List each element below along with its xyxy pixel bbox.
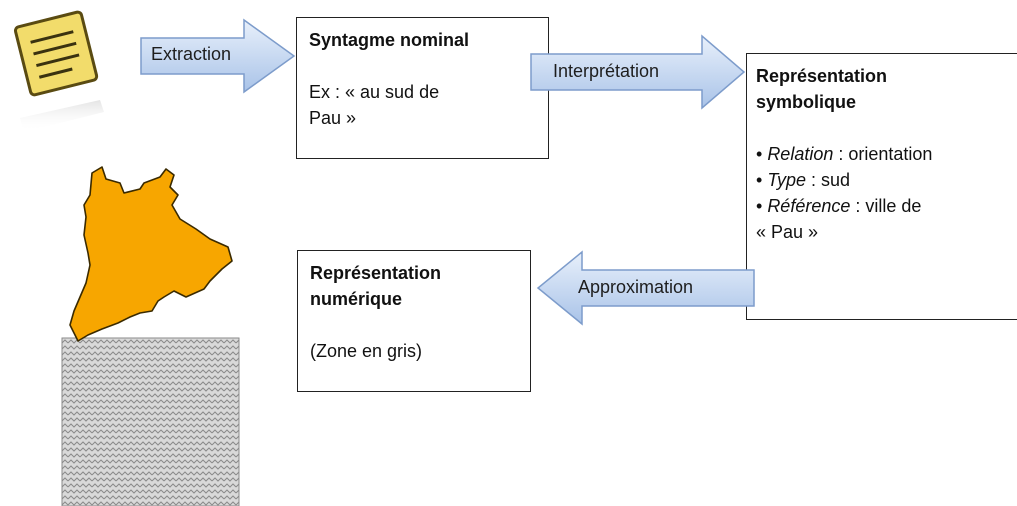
type-key: Type (767, 170, 806, 190)
approximation-label: Approximation (578, 277, 694, 297)
representation-numerique-box: Représentation numérique (Zone en gris) (297, 250, 531, 392)
symbolique-title-line1: Représentation (756, 66, 888, 86)
city-map-icon (61, 166, 240, 506)
syntagme-example-line1: Ex : « au sud de (309, 82, 440, 102)
numerique-note: (Zone en gris) (310, 341, 423, 361)
extraction-label: Extraction (151, 44, 232, 64)
representation-symbolique-box: Représentation symbolique • Relation : o… (746, 53, 1017, 320)
syntagme-title: Syntagme nominal (309, 30, 470, 50)
reference-continuation: « Pau » (756, 222, 819, 242)
symbolique-title-line2: symbolique (756, 92, 857, 112)
grey-zone-icon (61, 337, 240, 506)
relation-sep: : (833, 144, 849, 164)
list-item: • Référence : ville de (756, 196, 922, 216)
relation-value: orientation (848, 144, 933, 164)
type-sep: : (806, 170, 822, 190)
syntagme-example-line2: Pau » (309, 108, 357, 128)
reference-value: ville de (865, 196, 922, 216)
reference-key: Référence (767, 196, 851, 216)
numerique-title-line1: Représentation (310, 263, 442, 283)
reference-sep: : (850, 196, 866, 216)
extraction-arrow (140, 18, 296, 94)
list-item: • Type : sud (756, 170, 851, 190)
relation-key: Relation (767, 144, 834, 164)
syntagme-nominal-box: Syntagme nominal Ex : « au sud de Pau » (296, 17, 549, 159)
interpretation-label: Interprétation (553, 61, 660, 81)
approximation-arrow (536, 250, 755, 326)
sticky-note-icon (13, 10, 104, 132)
numerique-title-line2: numérique (310, 289, 403, 309)
symbolique-list: • Relation : orientation • Type : sud • … (756, 141, 1008, 219)
interpretation-arrow (530, 34, 746, 110)
list-item: • Relation : orientation (756, 144, 933, 164)
type-value: sud (821, 170, 851, 190)
